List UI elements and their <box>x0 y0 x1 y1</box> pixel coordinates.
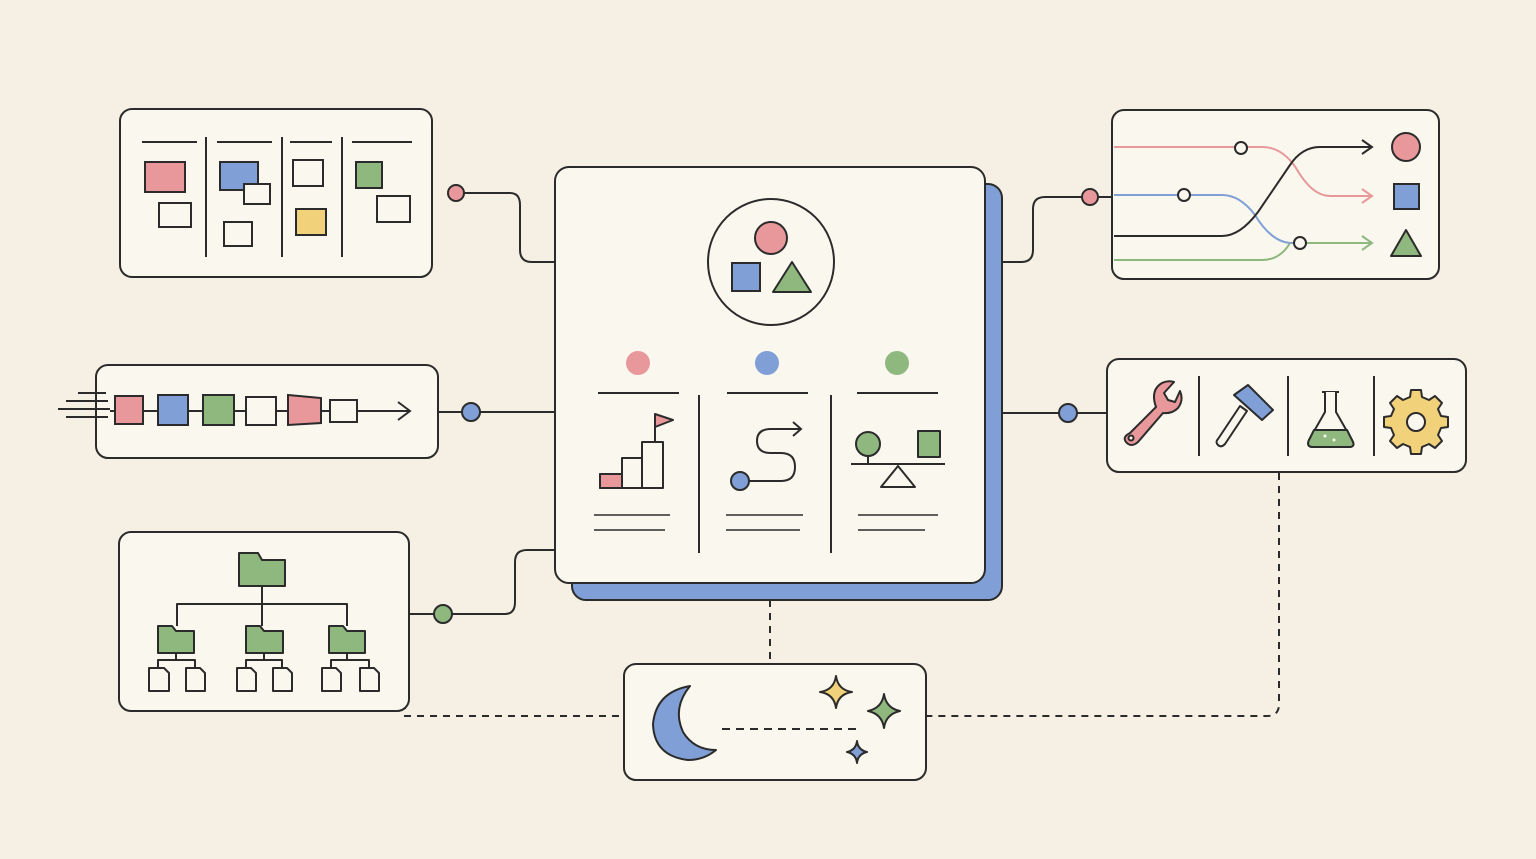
sparkle-icon <box>846 740 868 764</box>
hub-columns <box>594 392 938 553</box>
sparkle-icon <box>867 693 901 729</box>
square-icon <box>1393 183 1420 210</box>
routing-panel <box>1111 109 1440 280</box>
circle-icon <box>754 221 788 255</box>
moon-icon <box>652 685 717 761</box>
speed-lines <box>58 392 110 418</box>
pipeline-queue-icon <box>110 393 412 427</box>
triangle-icon <box>1390 229 1422 257</box>
hammer-icon <box>1215 384 1274 448</box>
connector-kanban <box>456 192 555 263</box>
dashed-tools-to-night <box>926 473 1280 717</box>
sparkle-icon <box>819 675 853 709</box>
tools-panel <box>1106 358 1467 473</box>
wrench-icon <box>1123 380 1183 446</box>
hub-emblem <box>707 198 835 326</box>
connector-dot-blue <box>1058 403 1078 423</box>
connector-routing <box>1002 196 1112 263</box>
pipeline-panel <box>58 364 439 459</box>
circle-icon <box>1391 132 1421 162</box>
gear-icon <box>1383 389 1449 455</box>
column-dot-blue <box>755 351 779 375</box>
staircase-flag-icon <box>599 413 674 489</box>
night-panel <box>623 663 927 781</box>
dashed-hierarchy-to-night <box>404 702 624 717</box>
connector-dot-green <box>433 604 453 624</box>
winding-path-icon <box>730 421 803 491</box>
connector-dot-red <box>1081 188 1099 206</box>
kanban-panel <box>119 108 433 278</box>
triangle-icon <box>772 261 812 293</box>
connector-dot-blue <box>461 402 481 422</box>
folder-tree-icon <box>148 552 380 692</box>
balance-scale-icon <box>851 430 945 488</box>
square-icon <box>731 262 761 292</box>
connector-hierarchy <box>410 549 555 615</box>
connectors <box>410 192 1112 615</box>
routing-lines-icon <box>1114 139 1374 261</box>
column-dot-red <box>626 351 650 375</box>
hierarchy-panel <box>118 531 410 712</box>
column-dot-green <box>885 351 909 375</box>
connector-dot-red <box>447 184 465 202</box>
kanban-board-icon <box>142 137 412 257</box>
hub-panel <box>554 166 1003 601</box>
flask-icon <box>1307 391 1355 448</box>
